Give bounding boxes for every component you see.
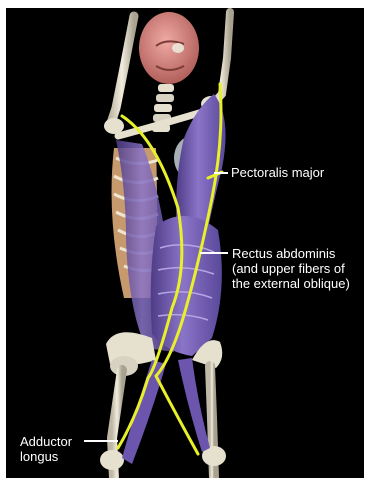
pectoralis-major-label: Pectoralis major (231, 165, 324, 180)
adductor-longus-label-line2: longus (20, 449, 58, 464)
rectus-abdominis-label-line3: the external oblique) (232, 276, 350, 291)
anatomy-svg (6, 8, 364, 478)
rectus-abdominis-label-line2: (and upper fibers of (232, 261, 345, 276)
anatomy-illustration: Pectoralis major Rectus abdominis (and u… (6, 8, 364, 478)
leg-bones (100, 366, 226, 478)
rectus-abdominis-label-line1: Rectus abdominis (232, 246, 335, 261)
skull (139, 12, 199, 84)
adductor-longus-label-line1: Adductor (20, 434, 72, 449)
